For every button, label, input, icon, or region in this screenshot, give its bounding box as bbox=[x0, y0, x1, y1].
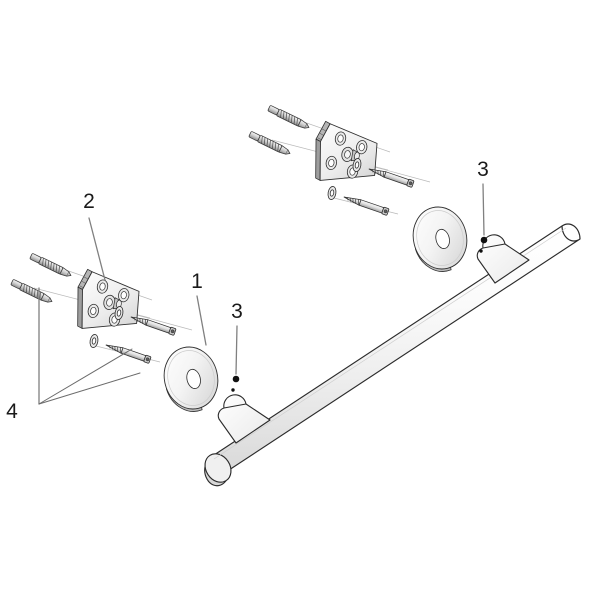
callout-1: 1 bbox=[191, 270, 203, 293]
lower-assembly bbox=[10, 252, 240, 418]
callout-4: 4 bbox=[6, 400, 18, 423]
upper-assembly bbox=[248, 104, 488, 278]
callout-labels: 1 2 3 3 4 bbox=[6, 158, 489, 423]
towel-bar-stub-lower bbox=[217, 394, 271, 444]
set-screw-upper bbox=[480, 236, 488, 244]
leader-line-4c bbox=[38, 372, 141, 405]
leader-line-3a bbox=[235, 325, 238, 375]
towel-bar-left-end-cap bbox=[204, 453, 232, 483]
callout-2: 2 bbox=[83, 190, 95, 213]
leader-line-2 bbox=[88, 217, 106, 281]
set-screw-hole-lower bbox=[231, 388, 235, 392]
leader-line-3b bbox=[482, 183, 485, 236]
towel-bar-right-end-cap bbox=[561, 223, 581, 240]
leader-lines bbox=[38, 183, 485, 405]
set-screw-hole-upper bbox=[479, 249, 483, 253]
callout-3-lower: 3 bbox=[231, 300, 243, 323]
towel-bar bbox=[204, 223, 581, 487]
leader-line-1 bbox=[196, 295, 207, 346]
set-screw-lower bbox=[232, 375, 240, 383]
callout-3-upper: 3 bbox=[477, 158, 489, 181]
leader-line-4b bbox=[38, 348, 133, 405]
